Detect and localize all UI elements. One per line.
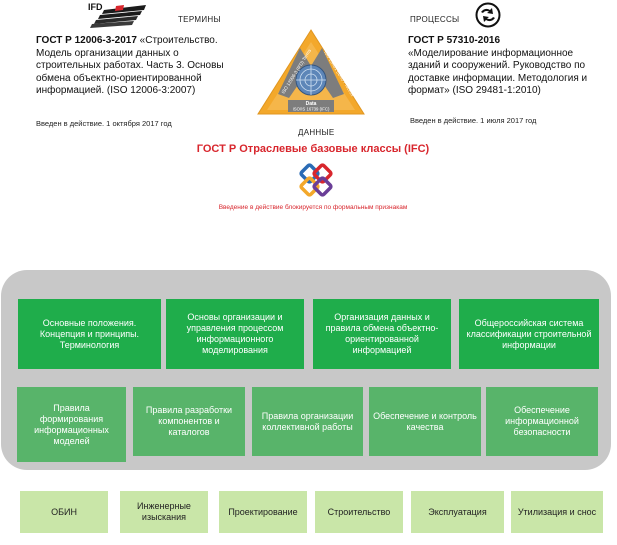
triangle-bottom-title: Data xyxy=(306,101,317,107)
stage-disposal: Утилизация и снос xyxy=(511,491,603,533)
triangle-bottom-sub: ISO/IS 16739 (IFC) xyxy=(293,107,330,112)
terms-label: ТЕРМИНЫ xyxy=(178,15,221,24)
standards-triangle: ISO 12006-3 (IFD) Terms ISO 29481 (IDM) … xyxy=(257,29,365,115)
ifd-logo-icon xyxy=(90,5,146,28)
stage-surveys: Инженерные изыскания xyxy=(120,491,208,533)
blocked-note: Введение в действие блокируется по форма… xyxy=(218,204,408,211)
left-standard-title: «Строительство. Модель организации данны… xyxy=(36,35,224,96)
block-data-exchange: Организация данных и правила обмена объе… xyxy=(313,299,451,369)
process-logo xyxy=(475,2,501,28)
stage-operation: Эксплуатация xyxy=(411,491,504,533)
stage-obin: ОБИН xyxy=(20,491,108,533)
stage-construction: Строительство xyxy=(315,491,403,533)
right-standard-code: ГОСТ Р 57310-2016 xyxy=(408,35,501,46)
right-standard-title: «Моделирование информационное зданий и с… xyxy=(408,47,588,97)
cycle-arrows-icon xyxy=(475,2,501,28)
block-model-rules: Правила формирования информационных моде… xyxy=(17,387,126,462)
right-standard-description: ГОСТ Р 57310-2016 «Моделирование информа… xyxy=(408,35,594,98)
block-information-security: Обеспечение информационной безопасности xyxy=(486,387,598,456)
left-standard-code: ГОСТ Р 12006-3-2017 xyxy=(36,35,137,46)
processes-label: ПРОЦЕССЫ xyxy=(410,15,460,24)
block-fundamentals: Основные положения. Концепция и принципы… xyxy=(18,299,161,369)
stage-design: Проектирование xyxy=(219,491,307,533)
left-standard-intro: Введен в действие. 1 октября 2017 год xyxy=(36,119,172,128)
ifd-logo: IFD xyxy=(88,2,146,28)
right-standard-intro: Введен в действие. 1 июля 2017 год xyxy=(410,116,537,125)
block-component-rules: Правила разработки компонентов и каталог… xyxy=(133,387,245,456)
block-process-management: Основы организации и управления процессо… xyxy=(166,299,304,369)
data-label: ДАННЫЕ xyxy=(298,128,335,137)
ifd-logo-text: IFD xyxy=(88,2,103,12)
block-collaboration-rules: Правила организации коллективной работы xyxy=(252,387,363,456)
ifc-logo-icon xyxy=(299,163,333,197)
block-classification-system: Общероссийская система классификации стр… xyxy=(459,299,599,369)
block-quality-control: Обеспечение и контроль качества xyxy=(369,387,481,456)
left-standard-description: ГОСТ Р 12006-3-2017 «Строительство. Моде… xyxy=(36,35,231,98)
gost-ifc-title: ГОСТ Р Отраслевые базовые классы (IFC) xyxy=(196,143,430,155)
